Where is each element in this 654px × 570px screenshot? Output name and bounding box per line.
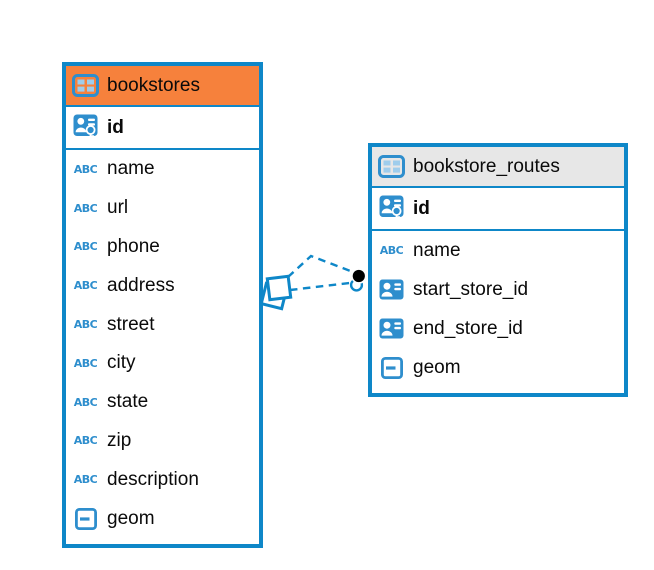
diamond-marker bbox=[259, 274, 293, 311]
table-row[interactable]: ABC phone bbox=[66, 228, 259, 267]
column-name: url bbox=[107, 197, 129, 219]
table-row[interactable]: end_store_id bbox=[372, 309, 624, 348]
text-type-icon: ABC bbox=[73, 395, 98, 409]
column-name: id bbox=[413, 197, 430, 219]
reference-icon bbox=[378, 318, 405, 339]
geometry-icon bbox=[72, 507, 99, 530]
table-row[interactable]: ABC url bbox=[66, 189, 259, 228]
table-row[interactable]: id bbox=[66, 107, 259, 150]
reference-icon bbox=[378, 279, 405, 300]
table-icon bbox=[72, 74, 99, 97]
column-name: name bbox=[413, 239, 461, 261]
column-name: id bbox=[107, 116, 124, 138]
column-name: name bbox=[107, 158, 155, 180]
text-type-icon: ABC bbox=[73, 434, 98, 448]
geometry-icon bbox=[378, 356, 405, 379]
table-row[interactable]: id bbox=[372, 188, 624, 231]
table-row[interactable]: ABC description bbox=[66, 460, 259, 499]
text-type-icon: ABC bbox=[73, 201, 98, 215]
primary-key-icon bbox=[72, 114, 99, 142]
column-name: end_store_id bbox=[413, 317, 523, 339]
relationship-line[interactable] bbox=[287, 254, 354, 278]
column-name: zip bbox=[107, 429, 132, 451]
text-type-icon: ABC bbox=[73, 162, 98, 176]
column-name: geom bbox=[107, 507, 155, 529]
table-row[interactable]: start_store_id bbox=[372, 270, 624, 309]
text-type-icon: ABC bbox=[73, 356, 98, 370]
table-header-bookstore-routes[interactable]: bookstore_routes bbox=[372, 147, 624, 188]
table-node-bookstore-routes[interactable]: bookstore_routes id ABC name bbox=[368, 143, 628, 397]
circle-marker bbox=[349, 268, 367, 292]
table-row[interactable]: ABC address bbox=[66, 266, 259, 305]
table-node-bookstores[interactable]: bookstores id ABC name ABC url ABC phone bbox=[62, 62, 263, 548]
table-icon bbox=[378, 155, 405, 178]
table-header-bookstores[interactable]: bookstores bbox=[66, 66, 259, 107]
table-row[interactable]: ABC state bbox=[66, 383, 259, 422]
text-type-icon: ABC bbox=[73, 240, 98, 254]
text-type-icon: ABC bbox=[73, 473, 98, 487]
table-row[interactable]: ABC zip bbox=[66, 422, 259, 461]
relationship-line[interactable] bbox=[289, 281, 351, 292]
table-row[interactable]: ABC name bbox=[66, 150, 259, 189]
table-row[interactable]: ABC street bbox=[66, 305, 259, 344]
column-name: state bbox=[107, 391, 149, 413]
column-name: description bbox=[107, 468, 199, 490]
table-row[interactable]: geom bbox=[372, 348, 624, 387]
text-type-icon: ABC bbox=[73, 318, 98, 332]
column-name: geom bbox=[413, 356, 461, 378]
text-type-icon: ABC bbox=[379, 244, 404, 257]
primary-key-icon bbox=[378, 195, 405, 223]
text-type-icon: ABC bbox=[73, 279, 98, 293]
table-title: bookstores bbox=[107, 74, 200, 96]
table-title: bookstore_routes bbox=[413, 155, 560, 177]
table-row[interactable]: ABC name bbox=[372, 231, 624, 270]
table-row[interactable]: ABC city bbox=[66, 344, 259, 383]
column-name: street bbox=[107, 313, 155, 335]
column-name: address bbox=[107, 274, 175, 296]
column-name: start_store_id bbox=[413, 278, 529, 300]
column-name: phone bbox=[107, 235, 160, 257]
table-row[interactable]: geom bbox=[66, 499, 259, 538]
column-name: city bbox=[107, 352, 136, 374]
